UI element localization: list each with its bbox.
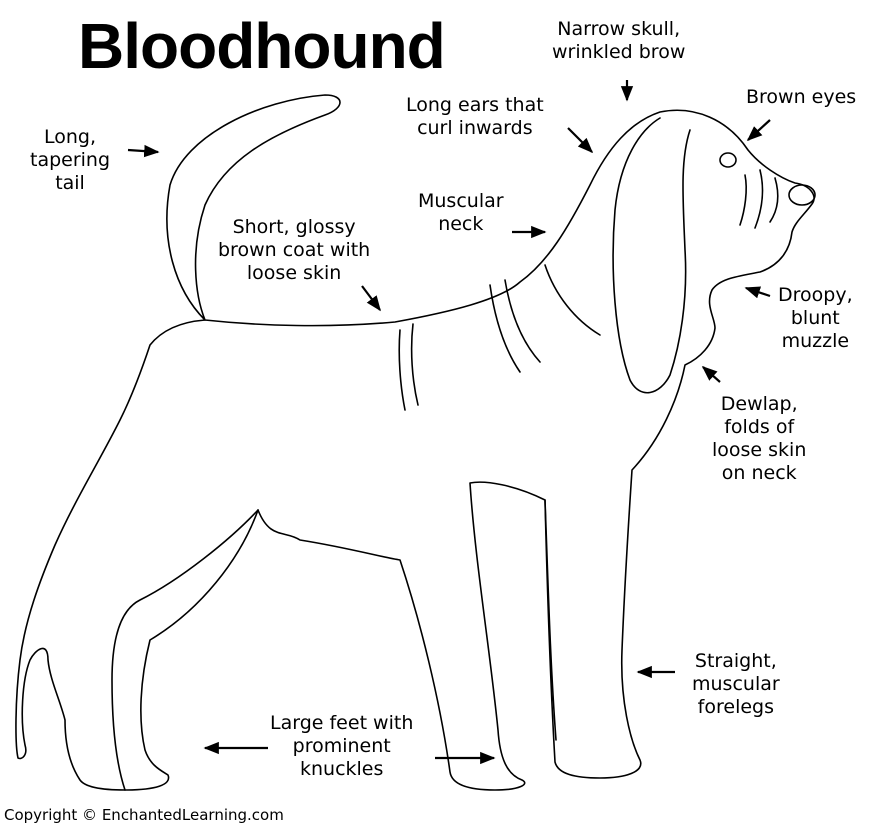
arrow-tail xyxy=(128,150,158,152)
arrow-ears xyxy=(568,128,592,152)
arrow-coat xyxy=(362,286,380,310)
eye xyxy=(720,153,736,167)
arrow-eyes xyxy=(748,120,770,140)
label-tail: Long, tapering tail xyxy=(30,126,110,195)
label-ears: Long ears that curl inwards xyxy=(406,94,544,140)
label-dewlap: Dewlap, folds of loose skin on neck xyxy=(712,393,806,485)
label-coat: Short, glossy brown coat with loose skin xyxy=(218,216,370,285)
label-skull: Narrow skull, wrinkled brow xyxy=(552,18,685,64)
label-neck: Muscular neck xyxy=(418,190,504,236)
label-eyes: Brown eyes xyxy=(746,86,856,109)
arrow-dewlap xyxy=(703,367,720,382)
ear-outline xyxy=(613,118,690,393)
label-feet: Large feet with prominent knuckles xyxy=(270,712,413,781)
inner-foreleg xyxy=(545,500,556,740)
diagram-title: Bloodhound xyxy=(78,10,445,82)
arrow-muzzle xyxy=(746,288,770,296)
copyright-notice: Copyright © EnchantedLearning.com xyxy=(4,806,284,824)
label-muzzle: Droopy, blunt muzzle xyxy=(778,284,853,353)
label-forelegs: Straight, muscular forelegs xyxy=(692,650,780,719)
nose xyxy=(789,185,815,205)
